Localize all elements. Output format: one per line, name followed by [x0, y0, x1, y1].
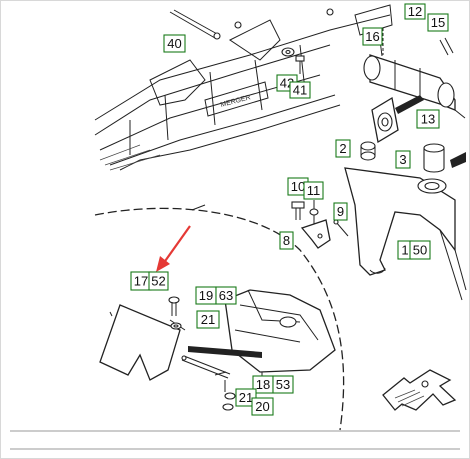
svg-text:63: 63 — [219, 288, 233, 303]
svg-text:21: 21 — [201, 312, 215, 327]
svg-text:15: 15 — [431, 15, 445, 30]
svg-text:11: 11 — [307, 183, 321, 198]
fastener-parts — [291, 200, 349, 249]
callout-41[interactable]: 41 — [289, 81, 311, 99]
svg-text:19: 19 — [199, 288, 213, 303]
direction-arrow-icon — [382, 369, 457, 411]
bushing-parts — [360, 141, 466, 173]
svg-text:21: 21 — [239, 390, 253, 405]
callout-13[interactable]: 13 — [416, 109, 440, 129]
svg-text:10: 10 — [291, 179, 305, 194]
detail-circle-arc — [94, 207, 345, 431]
svg-text:50: 50 — [413, 243, 427, 258]
bolt-part-19 — [168, 296, 182, 330]
svg-text:18: 18 — [256, 377, 270, 392]
callout-50[interactable]: 50 — [409, 240, 431, 260]
callout-20[interactable]: 20 — [251, 397, 274, 416]
callout-19[interactable]: 19 — [195, 286, 217, 305]
callout-11[interactable]: 11 — [303, 181, 324, 200]
svg-text:13: 13 — [421, 112, 435, 127]
lower-frame-drawing — [181, 289, 336, 411]
svg-text:12: 12 — [408, 4, 422, 19]
brand-text: MERGER — [220, 94, 251, 109]
svg-text:41: 41 — [293, 83, 307, 98]
svg-text:2: 2 — [339, 141, 346, 156]
machine-frame-drawing: MERGER — [94, 4, 393, 171]
callout-21-upper[interactable]: 21 — [196, 310, 220, 329]
main-arm-part-1 — [344, 167, 467, 301]
svg-text:8: 8 — [283, 233, 290, 248]
svg-text:20: 20 — [255, 399, 269, 414]
hydraulic-cylinder-drawing — [363, 28, 466, 119]
callout-63[interactable]: 63 — [215, 286, 237, 305]
callout-9[interactable]: 9 — [333, 202, 348, 221]
svg-text:17: 17 — [134, 274, 148, 289]
callout-15[interactable]: 15 — [427, 13, 449, 32]
svg-text:53: 53 — [276, 377, 290, 392]
svg-text:40: 40 — [167, 36, 181, 51]
pointer-arrow — [156, 225, 191, 272]
svg-text:3: 3 — [399, 152, 406, 167]
callout-52[interactable]: 52 — [148, 271, 169, 291]
callout-12[interactable]: 12 — [404, 3, 426, 20]
svg-text:1: 1 — [401, 243, 408, 258]
callout-17[interactable]: 17 — [130, 271, 152, 291]
svg-text:52: 52 — [151, 274, 165, 289]
callout-3[interactable]: 3 — [395, 150, 411, 169]
detail-leader — [191, 204, 206, 211]
svg-text:16: 16 — [365, 29, 379, 44]
callout-40[interactable]: 40 — [163, 34, 186, 53]
callout-16[interactable]: 16 — [362, 27, 383, 46]
callout-2[interactable]: 2 — [335, 139, 351, 158]
flap-part-17 — [99, 304, 186, 381]
callout-53[interactable]: 53 — [272, 375, 294, 394]
callout-8[interactable]: 8 — [279, 231, 294, 250]
svg-text:9: 9 — [337, 204, 344, 219]
bracket-part-13 — [371, 95, 424, 144]
